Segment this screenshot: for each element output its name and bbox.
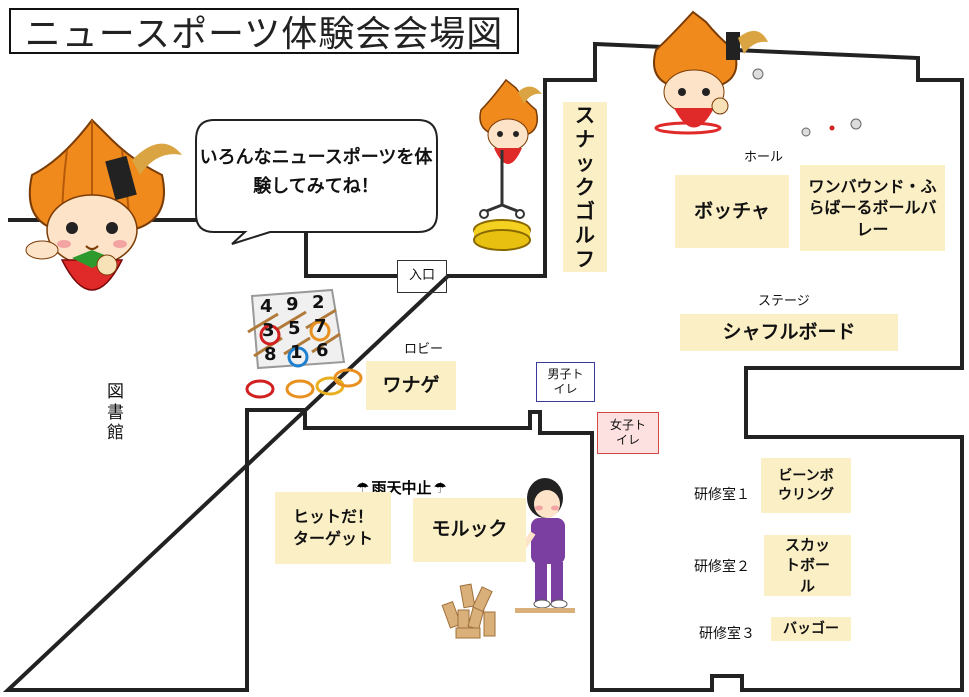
entrance: 入口 xyxy=(397,260,447,293)
board-number: 6 xyxy=(316,340,329,361)
board-number: 2 xyxy=(312,292,325,313)
room-library: 図書館 xyxy=(104,378,128,448)
womens-toilet-label: 女子トイレ xyxy=(610,418,647,447)
mascot-golf xyxy=(473,78,542,251)
room-library-label: 図書館 xyxy=(107,382,124,444)
speech-bubble-text: いろんなニュースポーツを体験してみてね！ xyxy=(199,147,433,197)
zone-hit-target: ヒットだ！ターゲット xyxy=(275,492,391,564)
room-hall-label: ホール xyxy=(744,150,784,165)
zone-one-bound-volleyball: ワンバウンド・ふらばーるボールバレー xyxy=(800,165,945,251)
zone-snack-golf: スナックゴルフ xyxy=(563,102,607,272)
board-number: 1 xyxy=(290,342,303,363)
board-number: 9 xyxy=(286,294,299,315)
board-number: 8 xyxy=(264,344,277,365)
zone-snack-golf-label: スナックゴルフ xyxy=(575,103,595,271)
mascot-large xyxy=(25,118,182,291)
board-number: 3 xyxy=(262,320,275,341)
room-training2-label: 研修室２ xyxy=(694,559,750,575)
room-training3-label: 研修室３ xyxy=(699,626,755,642)
board-number: 5 xyxy=(288,318,301,339)
speech-bubble-shape xyxy=(195,119,438,245)
page-title: ニュースポーツ体験会会場図 xyxy=(9,8,519,55)
zone-bagoo: バッゴー xyxy=(771,617,851,641)
board-number: 7 xyxy=(314,316,327,337)
zone-scat-ball: スカットボール xyxy=(764,535,851,596)
room-lobby-label: ロビー xyxy=(404,342,444,357)
zone-shuffleboard: シャフルボード xyxy=(680,314,898,351)
zone-bocce: ボッチャ xyxy=(675,175,789,248)
ring-toss-board xyxy=(247,288,346,370)
mens-toilet-label: 男子トイレ xyxy=(547,367,584,396)
zone-molkky: モルック xyxy=(413,498,526,562)
board-number: 4 xyxy=(260,296,273,317)
zone-wanage: ワナゲ xyxy=(366,361,456,410)
zone-bean-bowling: ビーンボウリング xyxy=(761,458,851,513)
loose-rings xyxy=(245,368,363,399)
umbrella-icon: ☂ xyxy=(433,478,447,497)
person-molkky xyxy=(515,478,575,613)
womens-toilet: 女子トイレ xyxy=(597,412,659,454)
room-training1-label: 研修室１ xyxy=(694,487,750,503)
mens-toilet: 男子トイレ xyxy=(536,362,595,402)
mascot-bocce xyxy=(653,10,862,137)
room-stage-label: ステージ xyxy=(758,294,810,309)
molkky-pins xyxy=(441,583,496,639)
